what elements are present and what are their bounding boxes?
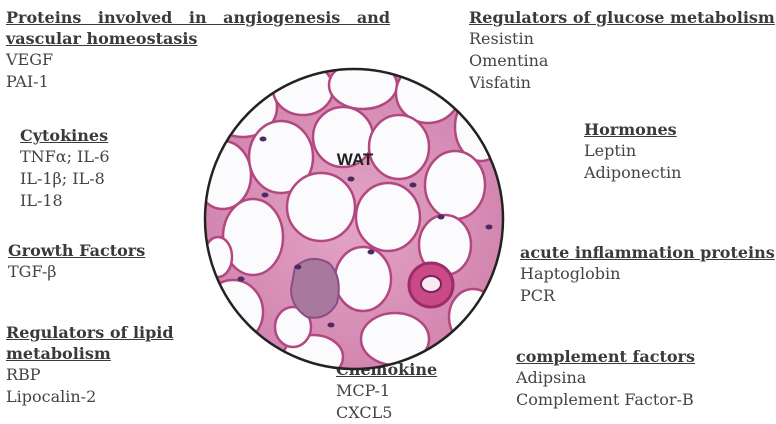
adipocyte [273, 305, 313, 349]
group-hormones-item: Leptin [584, 141, 637, 160]
nucleus [409, 182, 417, 188]
nucleus [367, 249, 375, 255]
group-complement-item: Adipsina [516, 368, 587, 387]
group-growth-factors: Growth Factors TGF-β [8, 240, 145, 283]
adipocyte [449, 349, 497, 369]
nucleus [485, 224, 493, 230]
tissue-micrograph: WAT [203, 67, 505, 371]
group-lipid-heading-line2: metabolism [6, 344, 111, 363]
group-glucose-item: Omentina [469, 51, 549, 70]
adipocyte [354, 181, 422, 253]
adipocyte [237, 347, 289, 369]
adipocyte [367, 113, 431, 181]
group-angiogenesis-item: PAI-1 [6, 72, 49, 91]
group-hormones-item: Adiponectin [584, 163, 682, 182]
group-hormones-heading: Hormones [584, 120, 677, 139]
nucleus [424, 364, 432, 369]
adipocyte [359, 311, 431, 367]
nucleus [437, 214, 445, 220]
group-cytokines: Cytokines TNFα; IL-6 IL-1β; IL-8 IL-18 [20, 125, 110, 212]
adipocyte [205, 235, 234, 279]
tissue-outline [203, 67, 505, 371]
tissue-image: WAT [203, 67, 505, 371]
adipocyte [205, 139, 253, 211]
adipocyte [333, 245, 393, 313]
group-glucose-item: Visfatin [469, 73, 531, 92]
group-complement-heading: complement factors [516, 347, 695, 366]
adipocyte [447, 287, 499, 347]
group-lipid-item: Lipocalin-2 [6, 387, 97, 406]
group-lipid: Regulators of lipid metabolism RBP Lipoc… [6, 322, 174, 408]
nucleus [327, 322, 335, 328]
group-angiogenesis: Proteins involved in angiogenesis and va… [6, 7, 390, 93]
group-complement: complement factors Adipsina Complement F… [516, 346, 695, 411]
adipocyte [271, 69, 335, 117]
group-cytokines-item: IL-1β; IL-8 [20, 169, 105, 188]
group-acute-inflammation-item: PCR [520, 286, 556, 305]
group-growth-factors-heading: Growth Factors [8, 241, 146, 260]
group-acute-inflammation-heading: acute inflammation proteins [520, 243, 775, 262]
group-angiogenesis-item: VEGF [6, 50, 54, 69]
group-acute-inflammation-item: Haptoglobin [520, 264, 621, 283]
group-chemokine: Chemokine MCP-1 CXCL5 [336, 359, 437, 424]
nucleus [294, 264, 302, 270]
nucleus [259, 136, 267, 142]
group-lipid-item: RBP [6, 365, 41, 384]
group-complement-item: Complement Factor-B [516, 390, 694, 409]
nucleus [237, 276, 245, 282]
adipocyte [205, 278, 265, 346]
group-cytokines-item: IL-18 [20, 191, 63, 210]
nucleus [261, 192, 269, 198]
group-acute-inflammation: acute inflammation proteins Haptoglobin … [520, 242, 775, 307]
group-glucose: Regulators of glucose metabolism Resisti… [469, 7, 775, 94]
group-hormones: Hormones Leptin Adiponectin [584, 119, 681, 184]
adipocyte [285, 171, 357, 243]
group-cytokines-item: TNFα; IL-6 [20, 147, 110, 166]
group-glucose-heading: Regulators of glucose metabolism [469, 8, 775, 27]
group-chemokine-item: MCP-1 [336, 381, 391, 400]
group-angiogenesis-heading-line1: Proteins involved in angiogenesis and [6, 8, 390, 27]
group-glucose-item: Resistin [469, 29, 534, 48]
group-angiogenesis-heading-line2: vascular homeostasis [6, 29, 198, 48]
wat-label: WAT [337, 150, 374, 169]
group-growth-factors-item: TGF-β [8, 262, 57, 281]
adipocyte [423, 149, 487, 221]
nucleus [347, 176, 355, 182]
group-chemokine-item: CXCL5 [336, 403, 393, 422]
group-lipid-heading-line1: Regulators of lipid [6, 323, 174, 342]
group-cytokines-heading: Cytokines [20, 126, 109, 145]
